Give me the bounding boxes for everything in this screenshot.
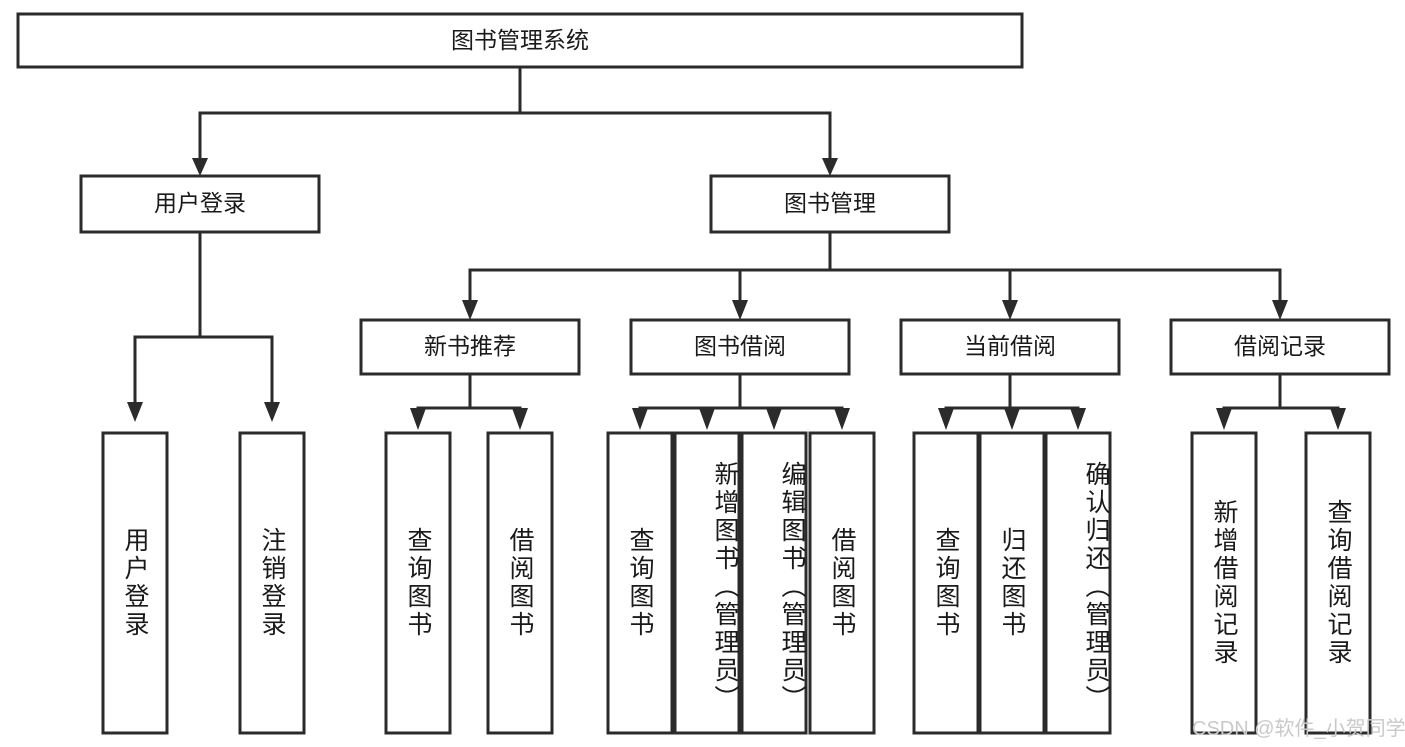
arrow-head-leaf-logout-login: [264, 402, 280, 422]
leaf-box-logout-login[interactable]: [238, 431, 306, 735]
arrow-head-user-login: [192, 158, 208, 176]
leaf-box-user-login[interactable]: [101, 431, 169, 735]
arrow-head-new-book-recommend: [462, 300, 478, 320]
node-borrow-record[interactable]: 借阅记录: [1169, 318, 1391, 376]
leaf-box-return-book[interactable]: [978, 431, 1046, 735]
arrow-head-leaf-borrow-book-1: [512, 408, 528, 430]
node-book-management-box[interactable]: [709, 174, 951, 234]
arrow-head-leaf-add-record: [1216, 408, 1232, 430]
node-borrow-record-label: 借阅记录: [1234, 333, 1326, 359]
arrow-head-leaf-return-book: [1004, 408, 1020, 430]
connector-group-book-management: [462, 230, 1288, 320]
leaf-box-borrow-book-1[interactable]: [486, 431, 554, 735]
leaf-box-confirm-return[interactable]: [1044, 431, 1112, 735]
arrow-head-leaf-confirm-return: [1070, 408, 1086, 430]
connector-group-current-borrow: [938, 372, 1086, 430]
connector-group-user-login: [127, 230, 280, 422]
connector-group-new-book-recommend: [410, 372, 528, 430]
node-user-login-label: 用户登录: [154, 190, 246, 216]
leaf-box-query-book-3[interactable]: [912, 431, 980, 735]
node-user-login-box[interactable]: [79, 174, 321, 234]
leaf-box-query-book-1[interactable]: [384, 431, 452, 735]
node-current-borrow-box[interactable]: [899, 318, 1121, 376]
node-user-login[interactable]: 用户登录: [79, 174, 321, 234]
node-root[interactable]: 图书管理系统: [16, 12, 1024, 69]
connector-group-borrow-record: [1216, 372, 1346, 430]
leaf-box-add-book[interactable]: [673, 431, 741, 735]
arrow-head-leaf-query-record: [1330, 408, 1346, 430]
arrow-head-leaf-user-login: [127, 402, 143, 422]
arrow-head-leaf-add-book: [699, 408, 715, 430]
node-new-book-recommend[interactable]: 新书推荐: [359, 318, 581, 376]
node-book-borrow[interactable]: 图书借阅: [629, 318, 851, 376]
node-book-borrow-box[interactable]: [629, 318, 851, 376]
arrow-head-book-management: [822, 158, 838, 176]
node-book-management[interactable]: 图书管理: [709, 174, 951, 234]
arrow-head-leaf-edit-book: [766, 408, 782, 430]
arrow-head-book-borrow: [732, 300, 748, 320]
arrow-head-leaf-borrow-book-2: [834, 408, 850, 430]
node-current-borrow[interactable]: 当前借阅: [899, 318, 1121, 376]
node-current-borrow-label: 当前借阅: [964, 333, 1056, 359]
node-root-box[interactable]: [16, 12, 1024, 69]
leaf-box-query-book-2[interactable]: [606, 431, 674, 735]
connector-group-root: [192, 65, 838, 176]
node-book-borrow-label: 图书借阅: [694, 333, 786, 359]
arrow-head-leaf-query-book-1: [410, 408, 426, 430]
arrow-head-current-borrow: [1002, 300, 1018, 320]
arrow-head-leaf-query-book-3: [938, 408, 954, 430]
watermark-text: CSDN @软件_小贺同学: [1192, 718, 1405, 740]
leaf-box-add-record[interactable]: [1190, 431, 1258, 735]
connector-group-book-borrow: [632, 372, 850, 430]
leaf-box-borrow-book-2[interactable]: [808, 431, 876, 735]
arrow-head-leaf-query-book-2: [632, 408, 648, 430]
node-borrow-record-box[interactable]: [1169, 318, 1391, 376]
leaf-box-group: [101, 431, 1372, 735]
leaf-box-query-record[interactable]: [1304, 431, 1372, 735]
node-new-book-recommend-label: 新书推荐: [424, 333, 516, 359]
arrow-head-borrow-record: [1272, 300, 1288, 320]
node-new-book-recommend-box[interactable]: [359, 318, 581, 376]
leaf-box-edit-book[interactable]: [740, 431, 808, 735]
node-root-label: 图书管理系统: [451, 27, 589, 53]
node-book-management-label: 图书管理: [784, 190, 876, 216]
